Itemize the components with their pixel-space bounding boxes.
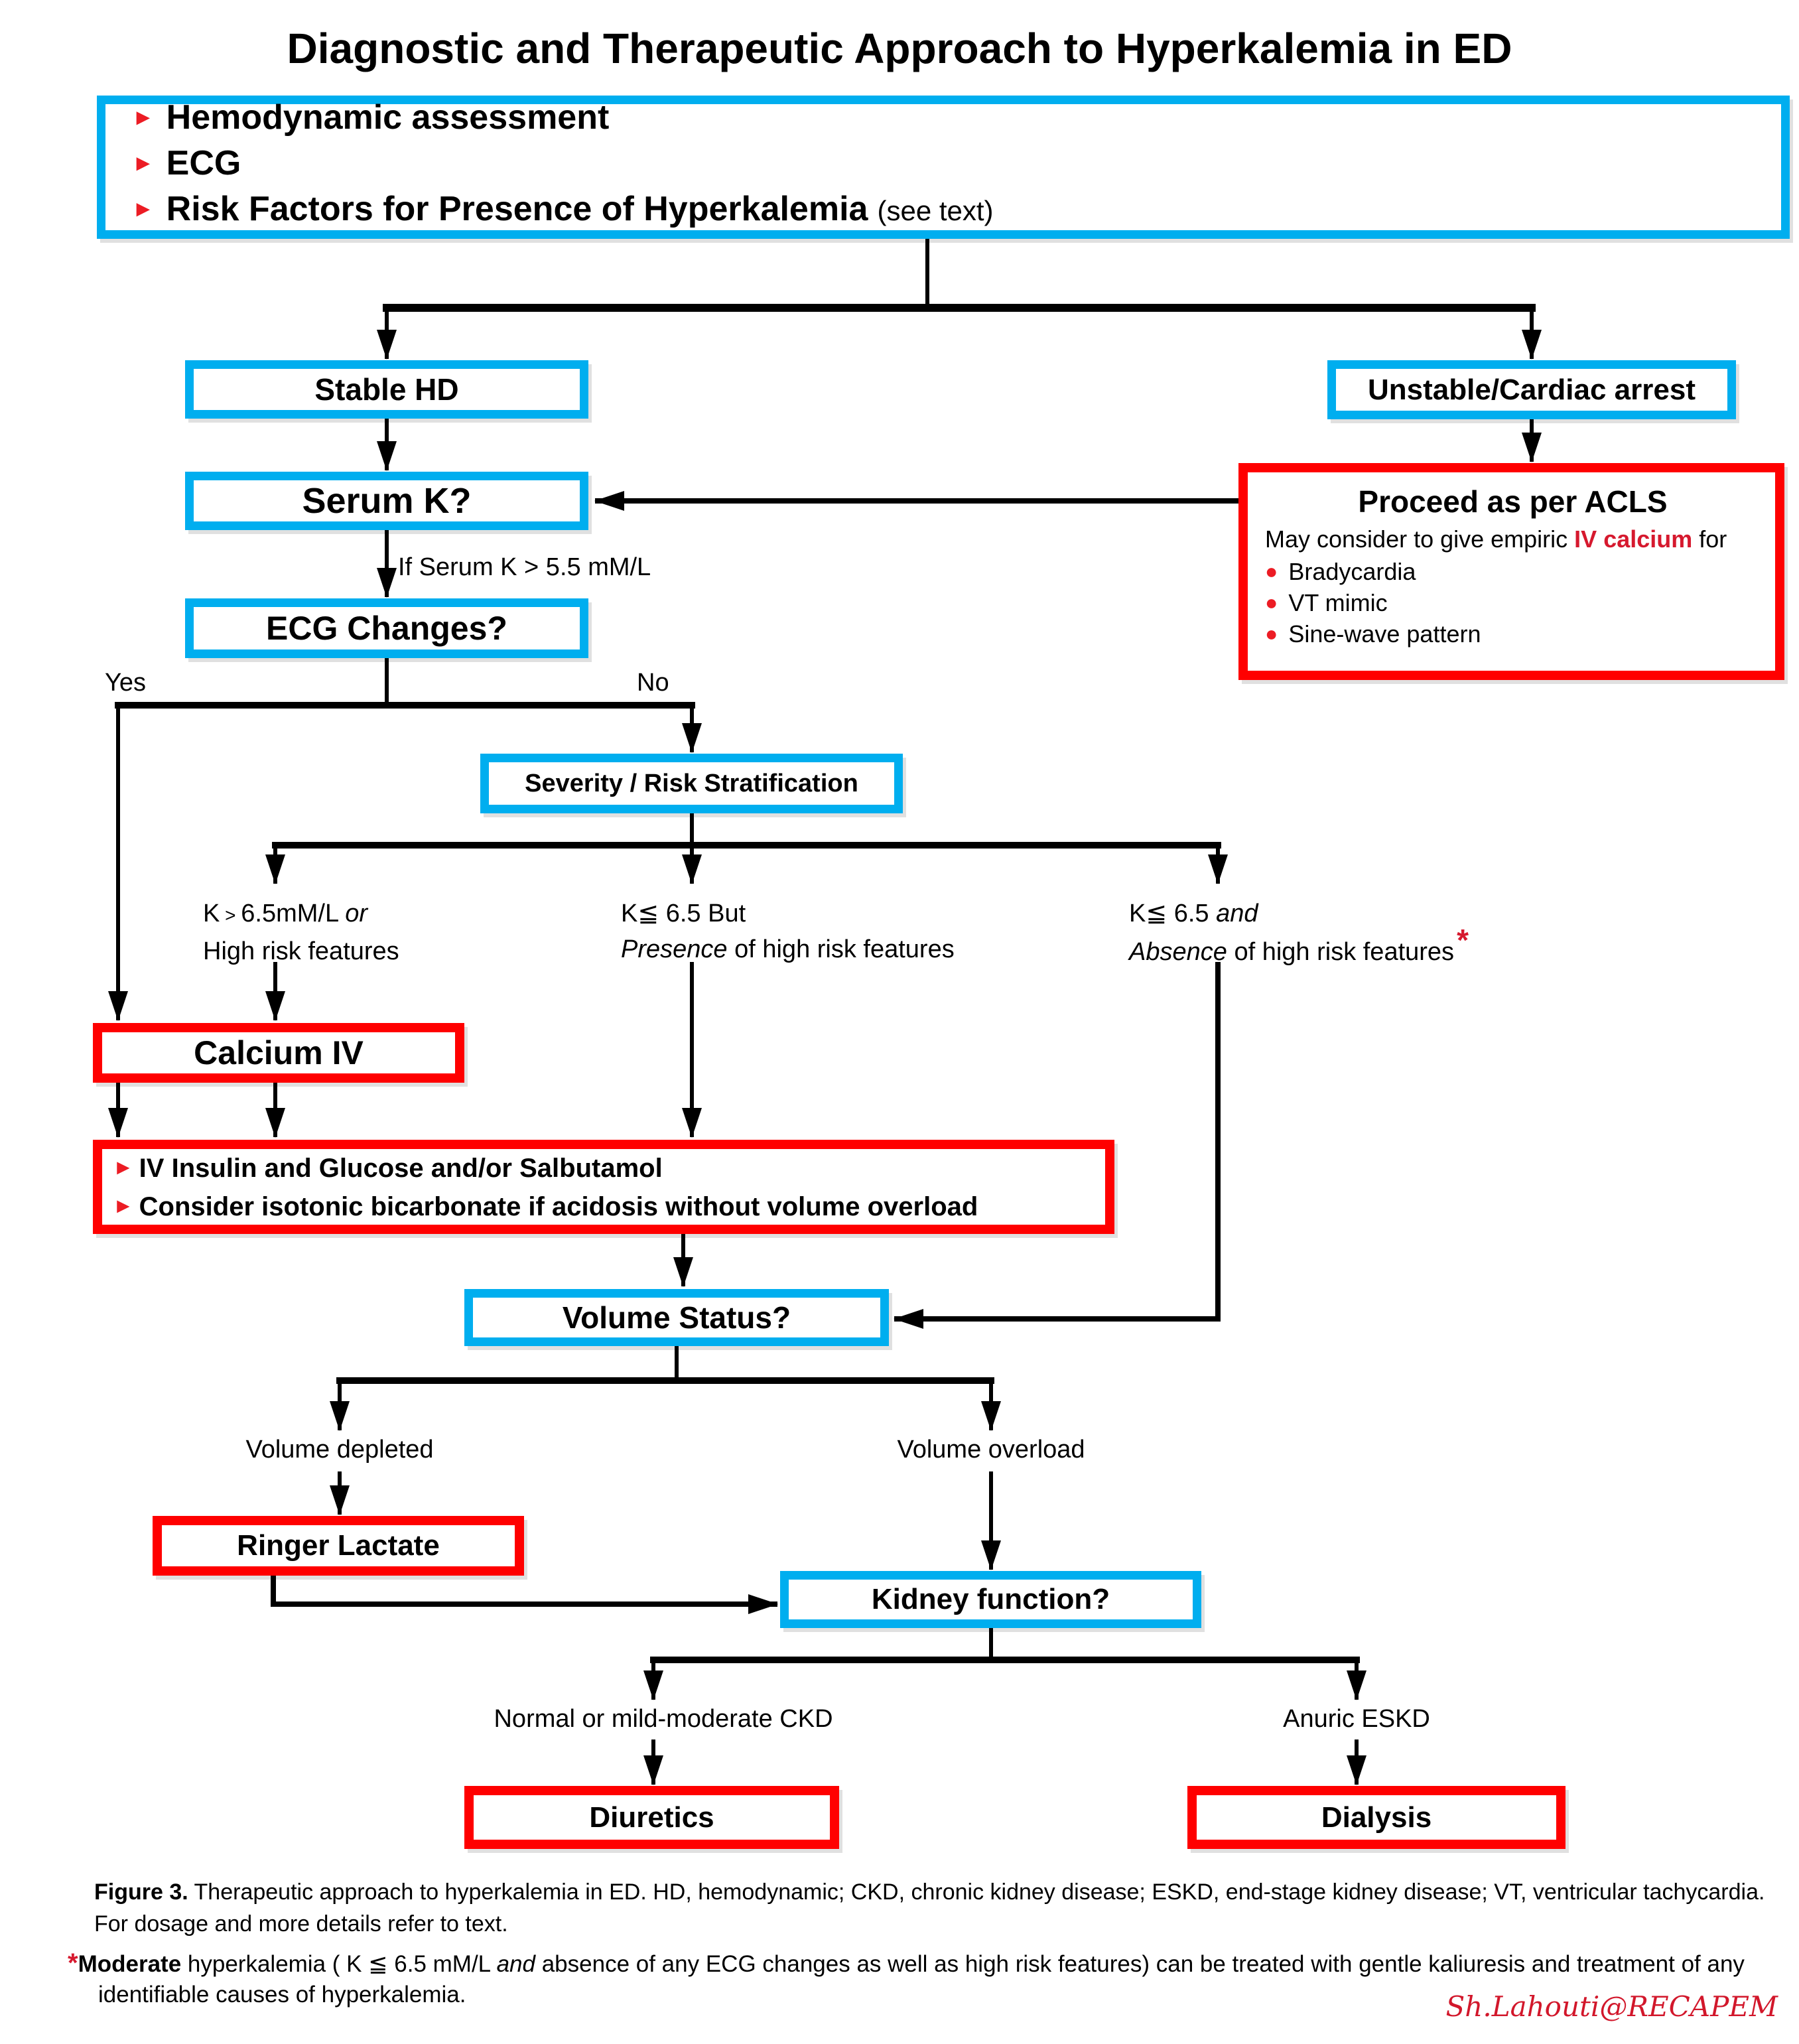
branch-line-1: K > 6.5mM/L or — [203, 900, 368, 927]
edge-label-if-serum-k: If Serum K > 5.5 mM/L — [398, 549, 651, 585]
figure-caption: Figure 3. Therapeutic approach to hyperk… — [94, 1876, 1779, 1940]
node-label: Severity / Risk Stratification — [525, 769, 858, 797]
node-volume-status: Volume Status? — [464, 1289, 889, 1346]
signature-text: Sh.Lahouti@RECAPEM — [1445, 1990, 1778, 2023]
assessment-item-ecg: ► ECG — [132, 143, 241, 190]
branch-line-1: K≦ 6.5 and — [1129, 900, 1258, 927]
footnote-asterisk-marker: * — [1457, 923, 1469, 957]
author-signature: Sh.Lahouti@RECAPEM — [1380, 1990, 1778, 2023]
insulin-row-1: ►IV Insulin and Glucose and/or Salbutamo… — [113, 1148, 663, 1187]
dot-bullet-icon: ● — [1265, 559, 1278, 583]
footnote-bold-word: Moderate — [78, 1951, 182, 1977]
triangle-bullet-icon: ► — [132, 150, 155, 176]
node-label: Unstable/Cardiac arrest — [1368, 373, 1696, 406]
footnote-text: absence of any ECG changes as well as hi… — [98, 1951, 1745, 2008]
branch-line-1: K≦ 6.5 But — [621, 900, 746, 927]
assessment-item-label: ECG — [166, 143, 241, 182]
dot-bullet-icon: ● — [1265, 622, 1278, 646]
page-title: Diagnostic and Therapeutic Approach to H… — [287, 25, 1512, 72]
node-initial-assessment: ► Hemodynamic assessment ► ECG ► Risk Facto… — [97, 96, 1790, 239]
edge-label-text: Normal or mild-moderate CKD — [494, 1705, 833, 1733]
node-unstable-cardiac-arrest: Unstable/Cardiac arrest — [1327, 360, 1736, 419]
edge-label-yes: Yes — [105, 665, 146, 701]
acls-line-prefix: May consider to give empiric — [1265, 525, 1575, 553]
see-text-note: (see text) — [877, 194, 994, 226]
footnote-italic-word: and — [496, 1951, 535, 1977]
node-label: ECG Changes? — [266, 610, 507, 647]
footnote: *Moderate hyperkalemia ( K ≦ 6.5 mM/L an… — [68, 1948, 1796, 2010]
node-kidney-function: Kidney function? — [780, 1571, 1201, 1628]
branch-line-2: Presence of high risk features — [621, 935, 955, 963]
edge-label-text: Anuric ESKD — [1283, 1705, 1430, 1733]
dot-bullet-icon: ● — [1265, 590, 1278, 614]
figure-caption-text: Therapeutic approach to hyperkalemia in … — [94, 1879, 1765, 1937]
branch-label-severe: K > 6.5mM/L or High risk features — [203, 896, 399, 969]
assessment-item-label: Risk Factors for Presence of Hyperkalemi… — [166, 189, 868, 228]
acls-iv-calcium-highlight: IV calcium — [1574, 525, 1693, 553]
assessment-item-risk-factors: ► Risk Factors for Presence of Hyperkalem… — [132, 190, 994, 236]
branch-line-2: High risk features — [203, 937, 399, 965]
edge-label-text: Yes — [105, 669, 146, 697]
footnote-text: hyperkalemia ( K ≦ 6.5 mM/L — [181, 1951, 497, 1977]
footnote-asterisk: * — [68, 1948, 78, 1978]
triangle-bullet-icon: ► — [113, 1155, 134, 1179]
node-label: Stable HD — [314, 372, 459, 407]
edge-label-no: No — [637, 665, 669, 701]
edge-label-volume-depleted: Volume depleted — [245, 1432, 433, 1467]
edge-label-normal-ckd: Normal or mild-moderate CKD — [494, 1701, 833, 1737]
triangle-bullet-icon: ► — [113, 1193, 134, 1217]
figure-caption-label: Figure 3. — [94, 1879, 188, 1905]
acls-bullet-sine-wave: ● Sine-wave pattern — [1257, 618, 1768, 649]
edge-label-text: Volume overload — [897, 1436, 1085, 1464]
assessment-item-hemodynamic: ► Hemodynamic assessment — [132, 98, 610, 145]
node-label: Calcium IV — [194, 1034, 364, 1071]
acls-title: Proceed as per ACLS — [1358, 484, 1668, 519]
node-severity-risk-stratification: Severity / Risk Stratification — [480, 754, 903, 813]
acls-consider-line: May consider to give empiric IV calcium … — [1257, 523, 1768, 556]
acls-bullet-bradycardia: ● Bradycardia — [1257, 556, 1768, 587]
node-diuretics: Diuretics — [464, 1786, 839, 1849]
node-label: Volume Status? — [562, 1300, 791, 1335]
insulin-row-label: IV Insulin and Glucose and/or Salbutamol — [139, 1154, 663, 1183]
insulin-row-label: Consider isotonic bicarbonate if acidosi… — [139, 1192, 978, 1221]
branch-label-moderate-with-risk: K≦ 6.5 But Presence of high risk feature… — [621, 896, 955, 967]
acls-bullet-vt-mimic: ● VT mimic — [1257, 587, 1768, 618]
node-label: Dialysis — [1321, 1801, 1432, 1834]
node-dialysis: Dialysis — [1187, 1786, 1566, 1849]
acls-bullet-label: Sine-wave pattern — [1288, 620, 1481, 647]
edge-label-text: No — [637, 669, 669, 697]
node-insulin-glucose-salbutamol: ►IV Insulin and Glucose and/or Salbutamo… — [93, 1140, 1114, 1234]
edge-label-text: Volume depleted — [245, 1436, 434, 1464]
node-label: Serum K? — [302, 481, 472, 521]
acls-line-suffix: for — [1692, 525, 1727, 553]
edge-label-volume-overload: Volume overload — [897, 1432, 1085, 1467]
edge-label-anuric-eskd: Anuric ESKD — [1283, 1701, 1430, 1737]
node-label: Ringer Lactate — [237, 1529, 440, 1562]
assessment-item-label: Hemodynamic assessment — [166, 98, 610, 137]
node-label: Diuretics — [589, 1801, 714, 1834]
branch-line-2: Absence of high risk features* — [1129, 923, 1469, 966]
triangle-bullet-icon: ► — [132, 104, 155, 130]
node-proceed-acls: Proceed as per ACLS May consider to give… — [1238, 463, 1784, 680]
node-label: Kidney function? — [871, 1583, 1110, 1615]
node-serum-k: Serum K? — [185, 472, 588, 530]
edge-label-text: If Serum K > 5.5 mM/L — [398, 553, 651, 581]
node-calcium-iv: Calcium IV — [93, 1023, 464, 1083]
acls-bullet-label: Bradycardia — [1288, 558, 1416, 585]
branch-label-moderate-no-risk: K≦ 6.5 and Absence of high risk features… — [1129, 896, 1469, 970]
node-ecg-changes: ECG Changes? — [185, 598, 588, 658]
acls-bullet-label: VT mimic — [1288, 589, 1388, 616]
node-stable-hd: Stable HD — [185, 360, 588, 419]
insulin-row-2: ►Consider isotonic bicarbonate if acidos… — [113, 1187, 978, 1225]
triangle-bullet-icon: ► — [132, 196, 155, 222]
node-ringer-lactate: Ringer Lactate — [153, 1516, 524, 1576]
